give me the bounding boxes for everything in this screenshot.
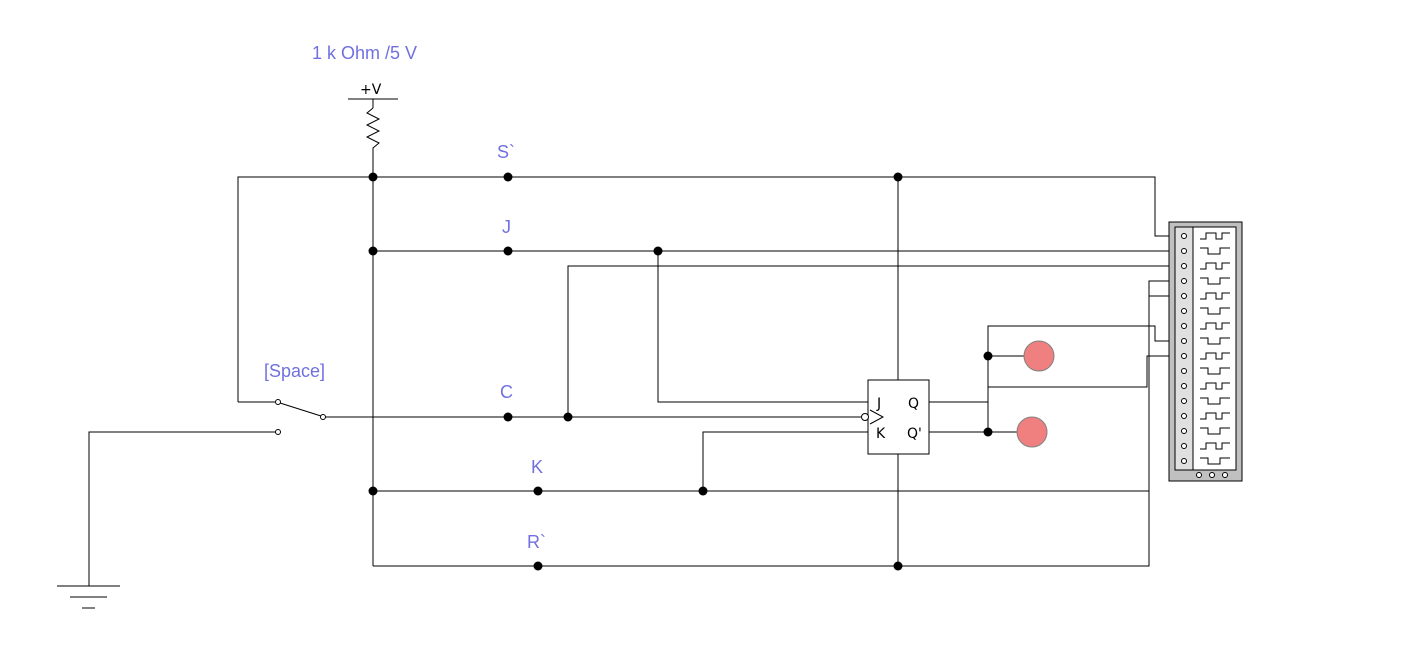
analyzer-channel-terminal[interactable] <box>1181 428 1187 434</box>
junction-dot <box>368 246 378 256</box>
analyzer-channel-terminal[interactable] <box>1181 248 1187 254</box>
junction-dot <box>893 172 903 182</box>
analyzer-channel-terminal[interactable] <box>1181 353 1187 359</box>
net-label-reset-bar: R` <box>527 532 546 552</box>
junction-dot <box>653 246 663 256</box>
net-label-clock: C <box>500 382 513 402</box>
analyzer-channel-waveform <box>1200 322 1230 330</box>
junction-dot <box>563 412 573 422</box>
analyzer-channel-terminal[interactable] <box>1181 263 1187 269</box>
junction-dot <box>983 351 993 361</box>
analyzer-channel-waveform <box>1200 307 1230 315</box>
junction-dot <box>503 412 513 422</box>
analyzer-channel-waveform <box>1200 412 1230 420</box>
analyzer-channel-waveform <box>1200 442 1230 450</box>
junction-dot <box>893 561 903 571</box>
analyzer-channel-waveform <box>1200 292 1230 300</box>
analyzer-channel-waveform <box>1200 247 1230 255</box>
analyzer-channel-terminal[interactable] <box>1181 398 1187 404</box>
wire-q <box>929 401 989 432</box>
net-label-set-bar: S` <box>497 142 515 162</box>
power-supply: +V <box>348 82 398 108</box>
wire-clock-to-analyzer <box>567 265 1183 417</box>
logic-analyzer[interactable] <box>1168 221 1243 482</box>
analyzer-channel-terminal[interactable] <box>1181 458 1187 464</box>
wire-reset-bar <box>373 280 1183 567</box>
jk-flipflop[interactable]: J K Q Q' <box>861 379 930 455</box>
wire-set-bar <box>237 176 1183 402</box>
junctions <box>368 172 993 571</box>
analyzer-channel-waveform <box>1200 457 1230 465</box>
junction-dot <box>368 172 378 182</box>
wire-q-to-analyzer <box>987 325 1183 432</box>
space-switch[interactable] <box>238 399 326 435</box>
analyzer-channel-terminal[interactable] <box>1181 308 1187 314</box>
ff-pin-q-bar: Q' <box>907 426 922 442</box>
wire-k <box>373 295 1183 492</box>
switch-key-label: [Space] <box>264 361 325 381</box>
analyzer-channel-waveform <box>1200 337 1230 345</box>
net-label-k: K <box>531 457 543 477</box>
ground-symbol <box>57 585 120 609</box>
net-label-j: J <box>502 217 511 237</box>
analyzer-channel-terminal[interactable] <box>1181 278 1187 284</box>
analyzer-bottom-terminals <box>1196 472 1228 478</box>
probe-q-bar[interactable] <box>1016 416 1048 448</box>
analyzer-channel-terminal[interactable] <box>1181 383 1187 389</box>
analyzer-channel-waveform <box>1200 382 1230 390</box>
junction-dot <box>503 246 513 256</box>
analyzer-channel-waveform <box>1200 277 1230 285</box>
analyzer-channel-waveform <box>1200 232 1230 240</box>
analyzer-channel-terminal[interactable] <box>1181 443 1187 449</box>
wire-j-to-ff <box>657 251 870 403</box>
junction-dot <box>983 427 993 437</box>
ff-pin-k: K <box>876 426 886 442</box>
wire-k-to-ff <box>702 431 870 491</box>
analyzer-channel-terminal[interactable] <box>1181 323 1187 329</box>
analyzer-channel-waveform <box>1200 262 1230 270</box>
analyzer-channel-waveform <box>1200 427 1230 435</box>
junction-dot <box>698 486 708 496</box>
supply-label: +V <box>360 82 382 98</box>
analyzer-channel-terminal[interactable] <box>1181 368 1187 374</box>
wire-ground <box>88 431 275 586</box>
ff-pin-q: Q <box>908 396 919 412</box>
probe-q[interactable] <box>1023 340 1055 372</box>
junction-dot <box>533 486 543 496</box>
analyzer-channel-waveform <box>1200 367 1230 375</box>
analyzer-channel-waveform <box>1200 352 1230 360</box>
pullup-resistor[interactable] <box>365 107 381 177</box>
analyzer-channel-terminal[interactable] <box>1181 293 1187 299</box>
analyzer-channel-terminal[interactable] <box>1181 338 1187 344</box>
resistor-label: 1 k Ohm /5 V <box>312 43 417 63</box>
ff-pin-j: J <box>876 396 881 412</box>
junction-dot <box>503 172 513 182</box>
junction-dot <box>368 486 378 496</box>
wire-probe-loop <box>987 355 1183 388</box>
junction-dot <box>533 561 543 571</box>
analyzer-channel-terminal[interactable] <box>1181 233 1187 239</box>
analyzer-channel-terminal[interactable] <box>1181 413 1187 419</box>
analyzer-channel-waveform <box>1200 397 1230 405</box>
